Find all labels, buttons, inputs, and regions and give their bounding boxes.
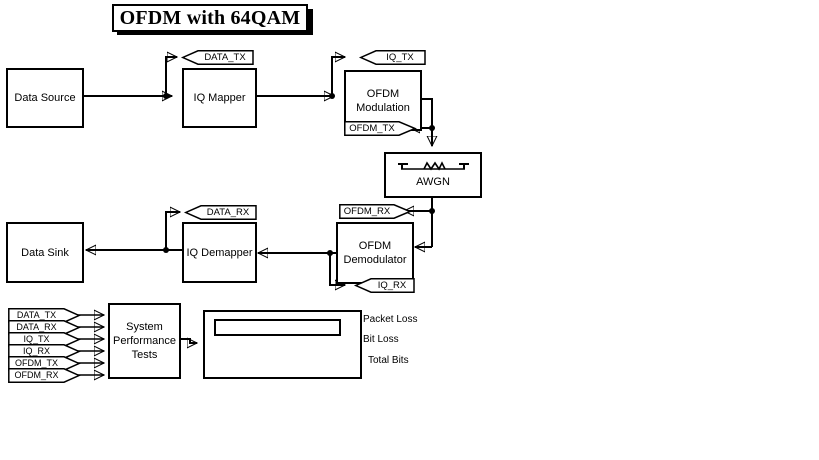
input-flag-label: OFDM_RX [14,370,59,380]
block-iq-mapper[interactable]: IQ Mapper [182,68,257,128]
block-label: IQ Demapper [186,246,253,259]
tap-flag-iq-rx[interactable]: IQ_RX [353,278,415,293]
tap-flag-label: DATA_TX [204,52,246,63]
title-text: OFDM with 64QAM [112,4,308,32]
block-label: IQ Mapper [193,92,246,104]
input-flag-data-rx[interactable]: DATA_RX [8,320,81,335]
input-flag-iq-rx[interactable]: IQ_RX [8,344,81,359]
tap-flag-label: OFDM_TX [349,123,395,134]
input-flag-label: IQ_RX [22,346,50,356]
label-total-bits: Total Bits [368,355,409,366]
block-label: OFDM Demodulator [343,240,407,266]
block-iq-demapper[interactable]: IQ Demapper [182,222,257,283]
tap-flag-label: DATA_RX [206,207,250,218]
block-data-sink[interactable]: Data Sink [6,222,84,283]
tap-flag-ofdm-tx[interactable]: OFDM_TX [344,121,417,136]
tap-flag-data-tx[interactable]: DATA_TX [180,50,254,65]
tap-flag-iq-tx[interactable]: IQ_TX [358,50,426,65]
noise-source-icon [398,161,469,171]
input-flag-label: IQ_TX [23,334,50,344]
block-system-performance-tests[interactable]: System Performance Tests [108,303,181,379]
input-flag-label: DATA_TX [16,310,57,320]
block-label: OFDM Modulation [356,87,410,114]
block-label: System Performance Tests [113,321,176,361]
tap-flag-label: IQ_RX [377,280,407,291]
results-display-readout [214,319,341,336]
block-label: AWGN [416,176,450,188]
input-flag-iq-tx[interactable]: IQ_TX [8,332,81,347]
label-bit-loss: Bit Loss [363,334,399,345]
block-ofdm-demodulator[interactable]: OFDM Demodulator [336,222,414,284]
tap-flag-data-rx[interactable]: DATA_RX [183,205,257,220]
input-flag-ofdm-tx[interactable]: OFDM_TX [8,356,81,371]
block-awgn[interactable]: AWGN [384,152,482,198]
input-flag-label: DATA_RX [16,322,57,332]
input-flag-ofdm-rx[interactable]: OFDM_RX [8,368,81,383]
input-flag-data-tx[interactable]: DATA_TX [8,308,81,323]
tap-flag-label: OFDM_RX [343,206,391,217]
block-label: Data Source [14,92,76,104]
tap-flag-ofdm-rx[interactable]: OFDM_RX [339,204,412,219]
block-data-source[interactable]: Data Source [6,68,84,128]
block-label: Data Sink [21,246,69,259]
results-display[interactable] [203,310,362,379]
input-flag-label: OFDM_TX [14,358,58,368]
tap-flag-label: IQ_TX [386,52,414,63]
label-packet-loss: Packet Loss [363,314,418,325]
